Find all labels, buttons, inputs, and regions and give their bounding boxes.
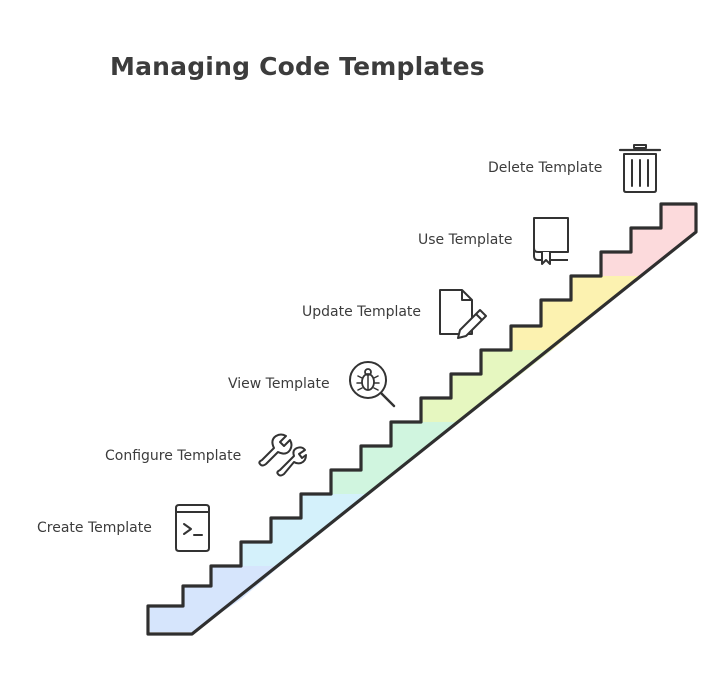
step-label-use: Use Template	[418, 232, 513, 248]
document-edit-icon	[439, 289, 487, 339]
step-label-update: Update Template	[302, 304, 422, 320]
stair-fill-5	[481, 276, 640, 350]
stair-outline	[146, 202, 698, 636]
step-label-configure: Configure Template	[105, 448, 242, 464]
stair-fill-1	[150, 566, 280, 632]
stair-fill-3	[301, 422, 460, 494]
stair-fills	[150, 204, 696, 632]
page-title: Managing Code Templates	[110, 52, 485, 81]
step-label-view: View Template	[228, 376, 330, 392]
wrench-icon	[258, 433, 307, 477]
stair-fill-6	[571, 204, 696, 276]
step-label-delete: Delete Template	[488, 160, 603, 176]
step-label-create: Create Template	[37, 520, 152, 536]
book-icon	[533, 217, 569, 265]
stair-fill-2	[211, 494, 370, 566]
trash-icon	[618, 144, 662, 193]
bug-search-icon	[349, 361, 396, 408]
terminal-book-icon	[175, 504, 210, 552]
stair-fill-4	[391, 350, 552, 422]
